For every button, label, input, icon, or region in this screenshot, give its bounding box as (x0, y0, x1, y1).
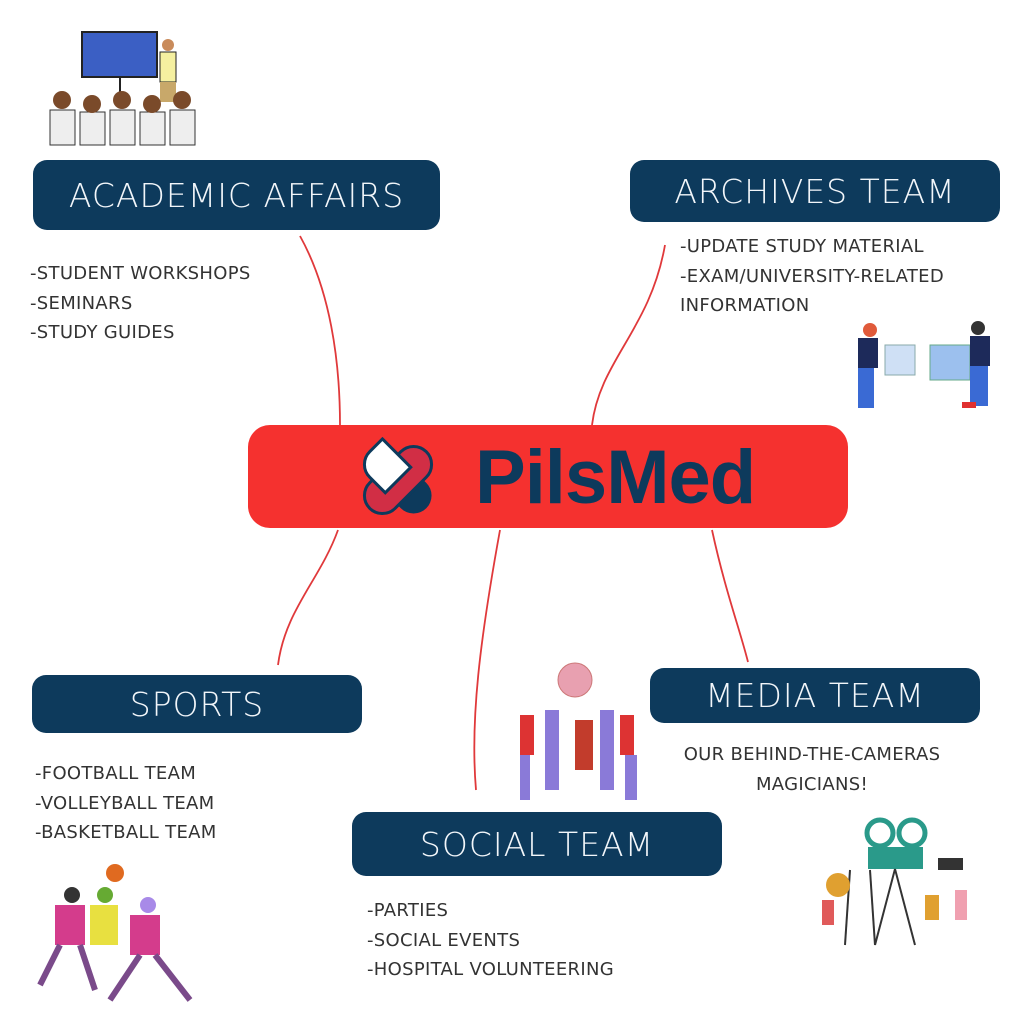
film-crew-illustration (822, 817, 967, 946)
node-archives-team: ARCHIVES TEAM (630, 160, 1000, 222)
connector-archives (591, 244, 666, 426)
brand-name: PilsMed (475, 435, 756, 520)
node-title: MEDIA TEAM (705, 676, 925, 715)
central-node (248, 425, 848, 528)
node-sports: SPORTS (32, 675, 362, 733)
list-item: -VOLLEYBALL TEAM (35, 792, 215, 814)
list-item: -PARTIES (367, 900, 449, 921)
node-social-team: SOCIAL TEAM (352, 812, 722, 876)
node-title: SOCIAL TEAM (419, 824, 655, 864)
node-title: ACADEMIC AFFAIRS (68, 175, 405, 215)
list-item: -EXAM/UNIVERSITY-RELATED (680, 265, 944, 287)
connector-academic (299, 235, 341, 426)
connector-media (711, 529, 749, 663)
connector-social (473, 529, 501, 791)
list-item: MAGICIANS! (755, 773, 869, 795)
list-item: -UPDATE STUDY MATERIAL (680, 236, 924, 257)
archives-illustration (858, 321, 990, 408)
party-illustration (520, 662, 637, 800)
classroom-illustration (49, 31, 196, 146)
media-description: OUR BEHIND-THE-CAMERAS MAGICIANS! (640, 740, 984, 799)
list-item: INFORMATION (680, 295, 810, 316)
list-item: OUR BEHIND-THE-CAMERAS (683, 744, 941, 765)
list-item: -SOCIAL EVENTS (367, 929, 521, 951)
archives-list: -UPDATE STUDY MATERIAL -EXAM/UNIVERSITY-… (680, 232, 944, 321)
list-item: -HOSPITAL VOLUNTEERING (367, 959, 614, 980)
social-list: -PARTIES -SOCIAL EVENTS -HOSPITAL VOLUNT… (367, 896, 614, 985)
list-item: -STUDENT WORKSHOPS (30, 263, 251, 284)
academic-list: -STUDENT WORKSHOPS -SEMINARS -STUDY GUID… (30, 259, 251, 348)
node-media-team: MEDIA TEAM (650, 668, 980, 723)
node-academic-affairs: ACADEMIC AFFAIRS (33, 160, 440, 230)
node-title: SPORTS (129, 684, 265, 724)
connector-sports (277, 529, 339, 666)
list-item: -FOOTBALL TEAM (35, 763, 197, 784)
sports-illustration (37, 864, 193, 1002)
node-title: ARCHIVES TEAM (674, 171, 956, 211)
sports-list: -FOOTBALL TEAM -VOLLEYBALL TEAM -BASKETB… (35, 759, 217, 848)
list-item: -STUDY GUIDES (30, 322, 175, 343)
list-item: -SEMINARS (30, 292, 133, 314)
list-item: -BASKETBALL TEAM (35, 822, 217, 843)
